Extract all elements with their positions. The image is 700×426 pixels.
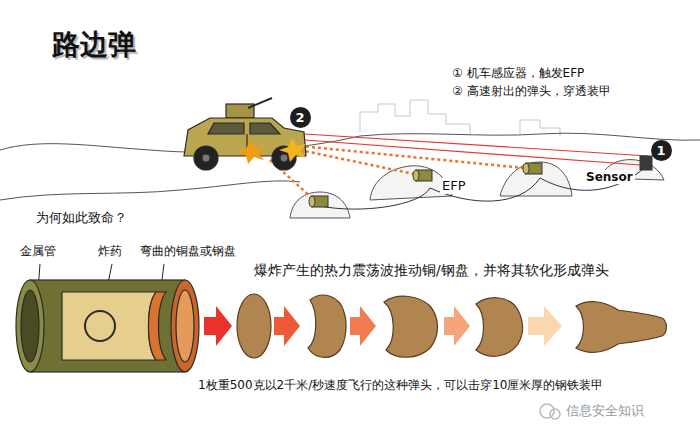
stage-arrow: [274, 306, 300, 346]
note-text: ① 机车感应器，触发EFP: [452, 66, 584, 80]
section-heading: 为何如此致命？: [36, 210, 127, 226]
terrain: [0, 133, 700, 218]
humvee: [184, 98, 306, 170]
metal-pipe: [30, 280, 185, 372]
slug-stage: [476, 298, 523, 357]
sensor-beams: [270, 134, 648, 198]
watermark-bubble: [550, 409, 560, 419]
slug-stage: [576, 302, 667, 353]
efp-trajectory: [300, 146, 524, 168]
gun-barrel: [248, 98, 272, 108]
slug-stage: [237, 294, 271, 358]
note-text: 1枚重500克以2千米/秒速度飞行的这种弹头，可以击穿10厘米厚的钢铁装甲: [198, 378, 604, 392]
rock-outline: [290, 192, 350, 218]
pipe-bore: [21, 290, 39, 362]
watermark: 信息安全知识: [566, 403, 644, 419]
wheel-hub: [202, 154, 210, 162]
pipe-end: [16, 280, 44, 372]
note-text: ② 高速射出的弹头，穿透装甲: [452, 84, 611, 98]
gun-turret: [226, 104, 254, 118]
stage-arrow: [444, 306, 470, 346]
callout-number: 2: [295, 111, 304, 124]
part-label: 炸药: [98, 244, 122, 258]
efp-trajectory: [300, 150, 414, 174]
slug-stage: [384, 296, 438, 357]
pipe-mouth: [171, 280, 199, 372]
callout-number: 1: [656, 144, 665, 157]
part-label: EFP: [440, 178, 468, 194]
ground-line: [0, 181, 300, 200]
trigger-wire: [320, 168, 644, 209]
title: 路边弹: [52, 28, 136, 62]
sensor-box: [640, 156, 652, 170]
watermark-icon: [540, 404, 560, 419]
wheel: [194, 146, 218, 170]
part-label: 金属管: [20, 244, 56, 258]
detonator: [85, 311, 115, 341]
efp-cutaway: [16, 280, 199, 372]
copper-disc: [149, 292, 167, 360]
building-outline: [360, 100, 470, 134]
part-label: 弯曲的铜盘或钢盘: [140, 244, 236, 258]
vehicle-window: [250, 123, 280, 134]
process-caption: 爆炸产生的热力震荡波推动铜/钢盘，并将其软化形成弹头: [254, 262, 609, 279]
part-label: Sensor: [584, 170, 635, 184]
horizon-line: [0, 133, 700, 152]
slug-stages: [237, 294, 667, 358]
impact-flash: [237, 140, 264, 164]
slug-stage: [308, 295, 346, 357]
vehicle-window: [208, 123, 244, 134]
efp-face: [413, 170, 419, 181]
explosive-charge: [62, 292, 156, 360]
impact-flash: [279, 138, 306, 162]
efp-devices: [309, 156, 652, 207]
pipe-mouth-inner: [176, 290, 194, 362]
callout-circle: 1: [651, 140, 672, 161]
stage-arrow: [350, 306, 376, 346]
efp-face: [523, 163, 529, 174]
stage-arrow: [204, 306, 232, 346]
stage-arrow: [528, 306, 562, 346]
efp-face: [309, 196, 315, 207]
callout-circle: 2: [290, 107, 311, 128]
impact-flashes: [237, 138, 306, 164]
wheel-hub: [280, 154, 288, 162]
buildings: [360, 100, 560, 136]
